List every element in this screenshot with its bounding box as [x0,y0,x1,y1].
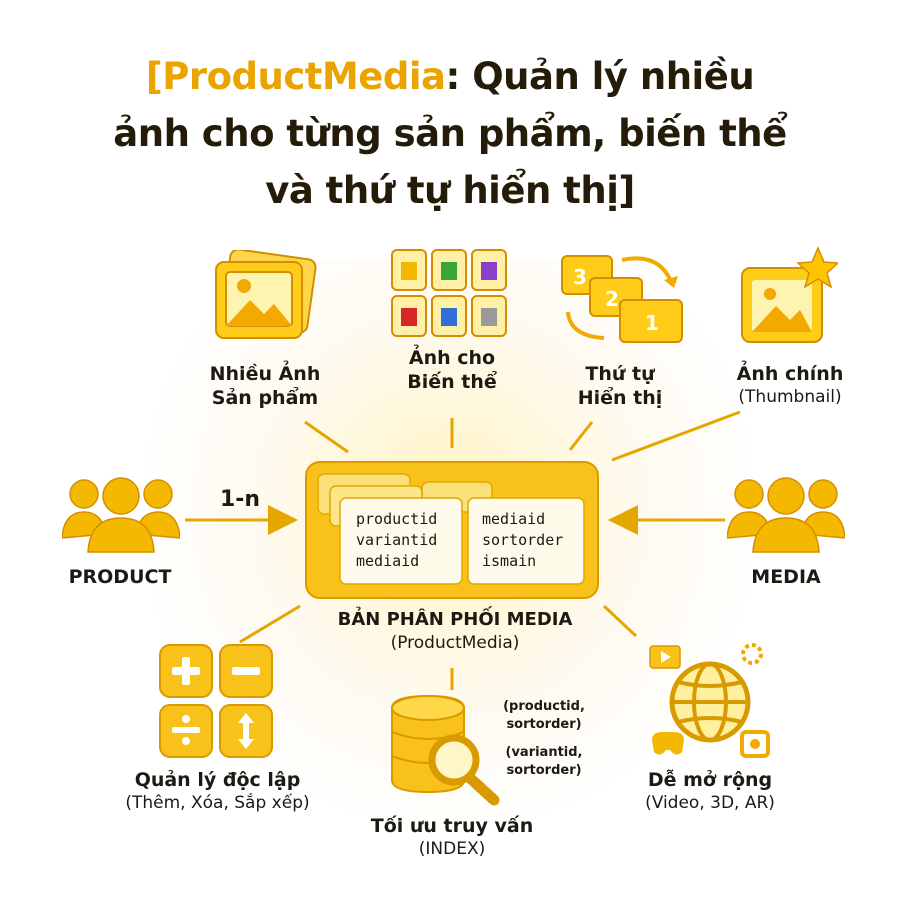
card-right-fields: mediaid sortorder ismain [482,509,563,572]
ordered-frames-icon: 3 2 1 [561,255,683,343]
line-thumbnail [611,410,741,462]
index1-line2: sortorder) [506,717,582,732]
feature-variant-images-line1: Ảnh cho [408,347,496,369]
feature-variant-images-line2: Biến thể [407,371,497,393]
database-search-icon [391,694,500,806]
feature-thumbnail: Ảnh chính (Thumbnail) [700,362,880,408]
center-subtitle: (ProductMedia) [390,633,520,653]
page-title: [ProductMedia: Quản lý nhiều ảnh cho từn… [113,55,787,212]
field-mediaid: mediaid [356,552,420,570]
manage-sub: (Thêm, Xóa, Sắp xếp) [125,793,310,813]
feature-product-images: Nhiều Ảnh Sản phẩm [175,362,355,410]
index-variantid-sortorder: (variantid, sortorder) [488,744,600,780]
globe-media-icon [649,643,770,758]
entity-product: PRODUCT [40,565,200,589]
feature-query: Tối ưu truy vấn (INDEX) [340,814,564,860]
order-number-2: 2 [605,287,619,311]
field-productid: productid [356,510,438,528]
index2-line1: (variantid, [505,745,583,760]
index2-line2: sortorder) [506,763,582,778]
feature-display-order-line1: Thứ tự [585,363,655,385]
feature-display-order-line2: Hiển thị [577,387,663,409]
product-label: PRODUCT [68,566,172,588]
order-number-3: 3 [573,265,587,289]
feature-display-order: Thứ tự Hiển thị [550,362,690,410]
field-mediaid: mediaid [482,510,546,528]
line-manage [239,604,301,644]
people-icon [727,477,845,553]
central-table-box [305,461,599,599]
feature-product-images-line1: Nhiều Ảnh [209,363,321,385]
extend-sub: (Video, 3D, AR) [645,793,775,813]
people-icon [62,477,180,553]
center-title: BẢN PHÂN PHỐI MEDIA [337,609,573,630]
field-ismain: ismain [482,552,537,570]
line-extend [602,604,638,638]
query-label: Tối ưu truy vấn [370,815,534,837]
math-operations-icon [159,644,273,758]
card-left-fields: productid variantid mediaid [356,509,437,572]
query-sub: (INDEX) [418,839,486,859]
order-number-1: 1 [645,311,659,335]
star-image-icon [741,246,838,343]
feature-extend: Dễ mở rộng (Video, 3D, AR) [600,768,820,814]
field-sortorder: sortorder [482,531,564,549]
index-productid-sortorder: (productid, sortorder) [488,698,600,734]
feature-manage: Quản lý độc lập (Thêm, Xóa, Sắp xếp) [95,768,340,814]
feature-thumbnail-line2: (Thumbnail) [738,387,842,407]
extend-label: Dễ mở rộng [647,769,773,791]
center-caption: BẢN PHÂN PHỐI MEDIA (ProductMedia) [300,608,610,654]
index1-line1: (productid, [503,699,585,714]
relation-one-to-many: 1-n [219,487,261,512]
line-display-order [568,421,594,451]
colored-cubes-grid-icon [391,249,507,337]
photo-stack-icon [215,250,317,339]
media-label: MEDIA [751,566,821,588]
manage-label: Quản lý độc lập [134,769,301,791]
field-variantid: variantid [356,531,438,549]
feature-thumbnail-line1: Ảnh chính [736,363,844,385]
feature-variant-images: Ảnh cho Biến thể [360,346,544,394]
feature-product-images-line2: Sản phẩm [211,387,319,409]
line-product-images [304,420,349,454]
entity-media: MEDIA [706,565,866,589]
relation-label: 1-n [200,488,280,512]
